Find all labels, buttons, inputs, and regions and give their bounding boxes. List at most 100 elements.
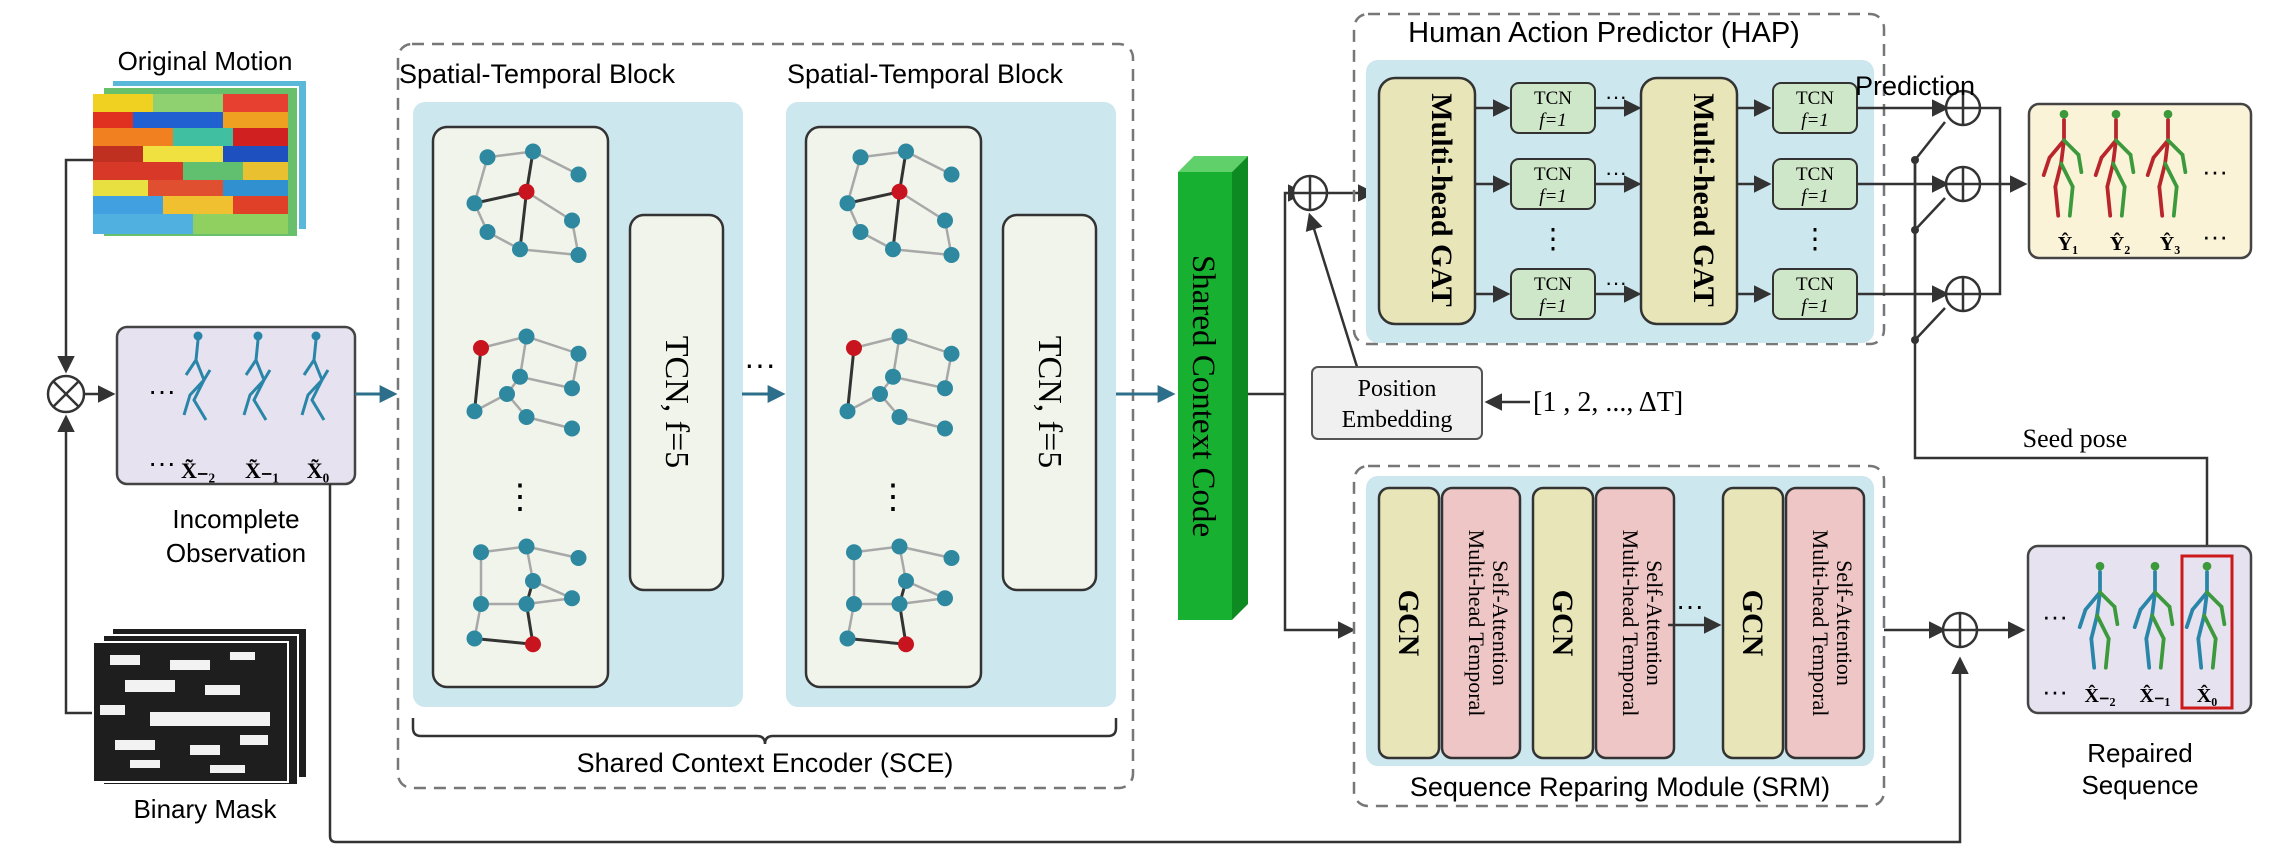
- observation-ellipsis-top: ···: [148, 375, 176, 406]
- graph-b2-2: [839, 328, 960, 437]
- graph-node: [479, 149, 496, 166]
- graph-node: [525, 573, 541, 589]
- srm-gcn-box: [1377, 486, 1441, 760]
- graph-node: [846, 544, 862, 561]
- hap-dashed-frame: [1352, 12, 1886, 346]
- graph-edge: [519, 375, 573, 390]
- graph-node: [570, 166, 587, 183]
- sce-block1-title: Spatial-Temporal Block: [399, 59, 676, 89]
- graph-node: [898, 143, 914, 160]
- graph-edge: [474, 637, 534, 646]
- motion-to-multiply-arrow: [57, 158, 93, 374]
- repair-plus: [1941, 611, 1979, 649]
- hap-tcn-param: f=1: [1539, 186, 1567, 207]
- seed-branch: [1914, 307, 1946, 341]
- graph-node: [937, 590, 953, 607]
- hap-input-plus: [1291, 174, 1329, 212]
- graph-node: [570, 345, 587, 362]
- repaired-dots-bottom: ···: [2042, 676, 2068, 706]
- sce-block2-title: Spatial-Temporal Block: [787, 59, 1064, 89]
- srm-gcn-label: GCN: [1546, 590, 1579, 657]
- sce-brace: [411, 718, 1118, 745]
- sce-block1-tcn-label: TCN, f=5: [658, 336, 695, 469]
- binary-mask-label: Binary Mask: [133, 794, 277, 824]
- graph-node: [885, 368, 901, 385]
- hap-tcn-param: f=1: [1539, 296, 1567, 317]
- incomplete-observation-label-1: Incomplete: [172, 504, 299, 534]
- graph-node: [839, 630, 856, 647]
- hap-tcn-param: f=1: [1801, 186, 1829, 207]
- position-sequence: [1 , 2, ..., ΔT]: [1533, 387, 1683, 418]
- position-embedding-box: Position Embedding: [1311, 366, 1483, 440]
- graph-node: [479, 224, 496, 240]
- prediction-box: Ŷ₁ Ŷ₂ Ŷ₃ ··· ···: [2027, 102, 2253, 260]
- code-to-srm-arrow: [1283, 394, 1356, 639]
- graph-node: [466, 630, 483, 647]
- prediction-skeleton: [2041, 109, 2084, 218]
- pred-label-1: Ŷ₁: [2058, 231, 2078, 255]
- repaired-label-2: Sequence: [2081, 770, 2198, 800]
- srm-attn-label-1: Multi-head Temporal: [1618, 530, 1643, 717]
- original-motion-heatmap: [93, 79, 308, 238]
- srm-attn-box: [1784, 486, 1866, 760]
- srm-dashed-frame: [1352, 464, 1886, 808]
- hap-gat2-box: [1639, 76, 1739, 326]
- graph-node-red: [891, 183, 908, 200]
- graph-edge: [891, 191, 901, 250]
- graph-b2-3: [839, 538, 960, 653]
- sce-block2-tcn-box: [1001, 213, 1098, 592]
- pred-label-3: Ŷ₃: [2160, 231, 2180, 255]
- graph-node: [898, 573, 914, 589]
- sce-between-dots: ···: [744, 346, 776, 382]
- graph-node: [943, 166, 960, 183]
- repaired-skeletons: [2077, 561, 2227, 670]
- graph-b2-1: [839, 143, 960, 263]
- graph-node-red: [898, 636, 914, 653]
- rep-label-2: X̂₋₁: [2140, 683, 2171, 707]
- graph-edge: [526, 545, 579, 560]
- graph-node: [943, 345, 960, 362]
- graph-node: [570, 247, 587, 263]
- graph-node-red: [525, 636, 541, 653]
- srm-gcn-box: [1531, 486, 1595, 760]
- plus-merge-line: [1980, 106, 2002, 296]
- repaired-skeleton: [2077, 561, 2120, 670]
- graph-node: [564, 212, 580, 229]
- graph-node-red: [518, 183, 535, 200]
- srm-attn-label-2: Self-Attention: [1832, 560, 1857, 686]
- observation-to-repair-plus-arrow: [328, 484, 1969, 844]
- srm-gcn-label: GCN: [1392, 590, 1425, 657]
- hap-gat1-label: Multi-head GAT: [1425, 93, 1458, 307]
- graph-node: [891, 328, 908, 345]
- graph-node: [570, 550, 587, 566]
- graph-node-red: [846, 340, 862, 356]
- graph-node: [891, 538, 908, 555]
- graph-node: [518, 409, 535, 425]
- obs-label-3: X̃₀: [307, 458, 330, 483]
- sce-block2-graph-vdots: ⋮: [876, 479, 910, 516]
- graph-node: [937, 380, 953, 397]
- graph-edge: [526, 335, 579, 355]
- srm-gcn-label: GCN: [1736, 590, 1769, 657]
- graph-edge: [847, 190, 900, 205]
- hap-tcn-label: TCN: [1534, 274, 1572, 295]
- hap-title: Human Action Predictor (HAP): [1408, 17, 1800, 49]
- rep-label-1: X̂₋₂: [2085, 683, 2116, 707]
- multiply-node: [46, 374, 86, 414]
- repaired-skeleton: [2184, 561, 2227, 670]
- graph-edge: [519, 248, 579, 257]
- obs-label-2: X̃₋₁: [245, 458, 279, 483]
- sce-block1-graph-vdots: ⋮: [503, 479, 537, 516]
- graph-node: [466, 195, 483, 212]
- graph-b1-2: [466, 328, 587, 437]
- graph-edge: [525, 190, 573, 222]
- position-embedding-line1: Position: [1358, 376, 1437, 402]
- repaired-dots-top: ···: [2042, 601, 2068, 631]
- prediction-skeleton: [2093, 109, 2136, 218]
- prediction-plus-group: [1857, 89, 2028, 344]
